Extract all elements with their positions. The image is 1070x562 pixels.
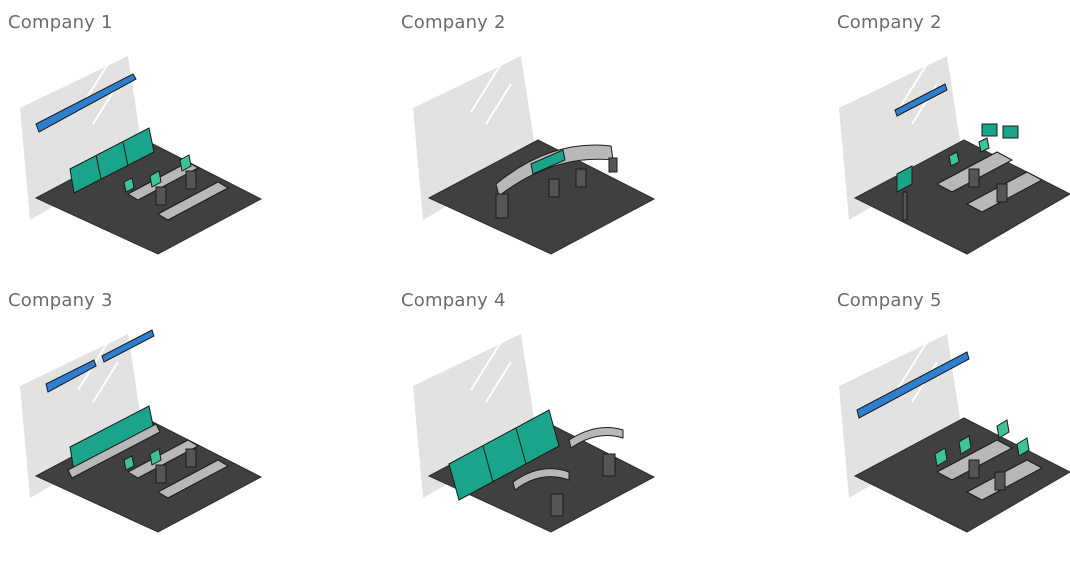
glass-shine	[896, 341, 928, 391]
console-leg	[495, 193, 509, 219]
layout-label: Company 3	[8, 290, 113, 311]
chair	[994, 471, 1006, 491]
console-desk	[67, 423, 161, 479]
glass-wall	[20, 56, 143, 220]
glass-shine	[896, 63, 928, 113]
control-room-illustration	[20, 329, 263, 533]
chair	[968, 168, 980, 188]
glass-wall	[413, 334, 536, 498]
desk-monitor	[934, 447, 948, 467]
layout-company-4: Company 4	[401, 290, 661, 540]
chair	[155, 186, 167, 206]
layout-company-3: Company 3	[8, 290, 268, 540]
layout-company-2-a: Company 2	[401, 12, 661, 262]
chair	[155, 464, 167, 484]
control-room-illustration	[839, 334, 1070, 533]
floor	[427, 139, 656, 255]
layout-label: Company 5	[837, 290, 942, 311]
glass-shine	[92, 361, 119, 403]
desk	[126, 439, 200, 479]
layout-label: Company 2	[401, 12, 506, 33]
chair	[602, 453, 616, 477]
desk-monitor	[179, 154, 192, 172]
desk-monitor	[978, 137, 990, 153]
monitor-stand	[902, 191, 908, 221]
glass-wall	[20, 334, 143, 498]
console-leg	[608, 157, 618, 173]
chair	[548, 178, 560, 198]
console-wall	[448, 409, 560, 501]
layout-label: Company 4	[401, 290, 506, 311]
control-room-illustration	[20, 56, 263, 255]
chair	[185, 448, 197, 468]
desk-monitor	[123, 177, 135, 193]
desk-monitor	[149, 448, 162, 466]
video-wall	[101, 329, 155, 363]
chair	[575, 168, 587, 188]
desk-monitor	[1016, 437, 1030, 457]
glass-shine	[470, 341, 502, 391]
glass-shine	[485, 361, 512, 403]
layout-label: Company 2	[837, 12, 942, 33]
desk-monitor	[958, 435, 972, 455]
console-divider	[482, 445, 494, 483]
console-divider	[515, 427, 527, 465]
chair	[968, 459, 980, 479]
layout-company-2-b: Company 2	[837, 12, 1070, 262]
chair	[996, 183, 1008, 203]
floor	[853, 417, 1070, 533]
console-screens	[530, 149, 566, 175]
video-wall	[856, 351, 970, 419]
layout-label: Company 1	[8, 12, 113, 33]
desk	[126, 161, 200, 201]
console-divider	[95, 154, 102, 180]
chair	[550, 493, 564, 517]
standing-monitor	[981, 123, 998, 137]
desk-monitor	[996, 419, 1010, 439]
desk	[156, 181, 230, 221]
layout-company-1: Company 1	[8, 12, 268, 262]
floor	[853, 139, 1070, 255]
chair	[185, 170, 197, 190]
curved-desk	[512, 468, 570, 491]
video-wall	[45, 359, 97, 393]
standing-monitor	[896, 165, 913, 193]
glass-wall	[413, 56, 536, 220]
standing-monitor	[1002, 125, 1019, 139]
control-room-illustration	[413, 56, 656, 255]
console-wall	[69, 127, 155, 194]
video-wall	[894, 83, 948, 117]
desk-monitor	[948, 151, 960, 167]
desk-monitor	[149, 170, 162, 188]
desk-monitor	[123, 455, 135, 471]
video-wall	[35, 73, 137, 133]
console-divider	[122, 141, 129, 167]
control-room-illustration	[839, 56, 1070, 255]
control-room-illustration	[413, 334, 656, 533]
glass-shine	[485, 83, 512, 125]
curved-desk	[568, 427, 624, 449]
glass-shine	[470, 63, 502, 113]
layout-company-5: Company 5	[837, 290, 1070, 540]
desk	[156, 459, 230, 499]
